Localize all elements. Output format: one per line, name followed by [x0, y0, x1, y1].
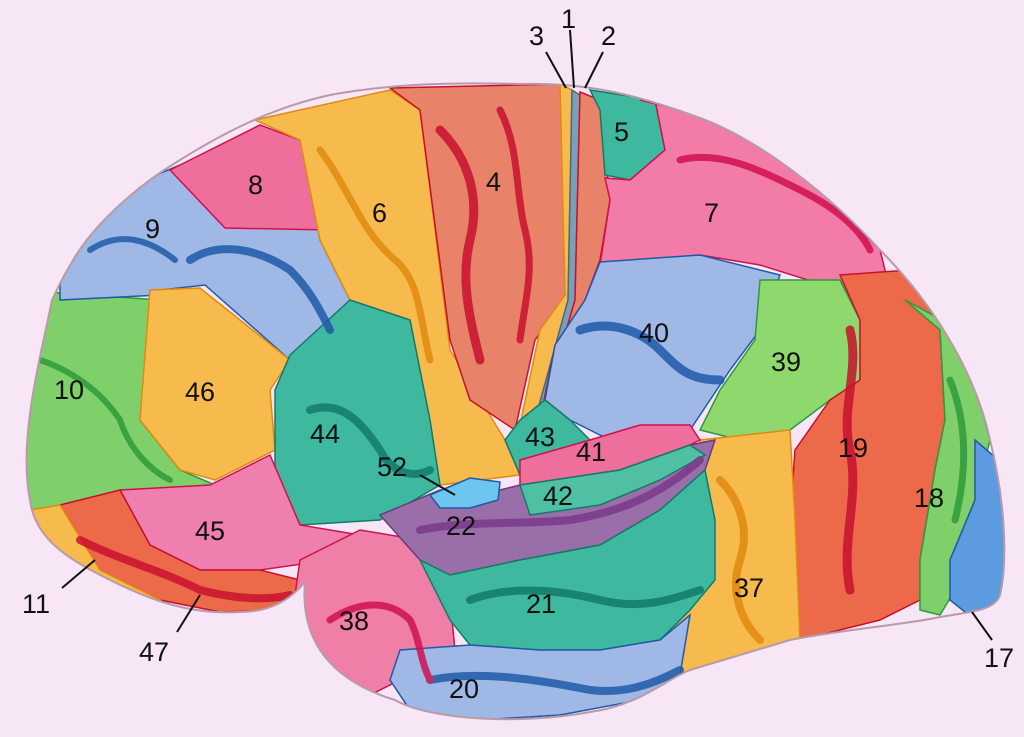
label-area-7: 7: [704, 198, 719, 228]
label-area-8: 8: [248, 170, 263, 200]
label-area-46: 46: [185, 377, 215, 407]
label-area-22: 22: [446, 511, 476, 541]
label-area-38: 38: [339, 606, 369, 636]
leader-line-1: [570, 30, 574, 88]
label-area-45: 45: [195, 516, 225, 546]
cortex-regions: [15, 84, 1010, 720]
label-area-52: 52: [377, 452, 407, 482]
label-area-37: 37: [734, 573, 764, 603]
label-area-4: 4: [486, 167, 501, 197]
label-area-18: 18: [914, 483, 944, 513]
label-area-20: 20: [449, 674, 479, 704]
label-area-47: 47: [139, 637, 169, 667]
label-area-3: 3: [529, 21, 544, 51]
label-area-19: 19: [838, 433, 868, 463]
label-area-5: 5: [614, 117, 629, 147]
label-area-42: 42: [543, 481, 573, 511]
label-area-41: 41: [576, 437, 606, 467]
label-area-21: 21: [526, 589, 556, 619]
label-area-11: 11: [22, 589, 50, 619]
leader-line-11: [62, 560, 95, 588]
label-area-10: 10: [54, 375, 84, 405]
label-area-40: 40: [639, 318, 669, 348]
label-area-43: 43: [525, 422, 555, 452]
label-area-44: 44: [310, 419, 340, 449]
label-area-2: 2: [601, 21, 616, 51]
label-area-39: 39: [771, 347, 801, 377]
label-area-1: 1: [561, 4, 576, 34]
label-area-17: 17: [984, 643, 1014, 673]
leader-line-17: [972, 612, 992, 640]
label-area-6: 6: [372, 198, 387, 228]
label-area-9: 9: [145, 214, 160, 244]
leader-line-3: [546, 52, 566, 88]
leader-line-2: [585, 52, 603, 88]
